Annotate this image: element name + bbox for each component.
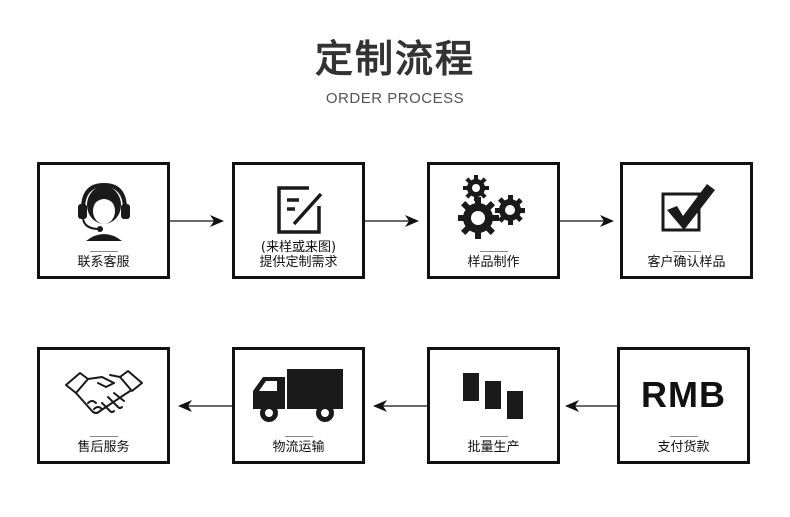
rmb-currency-icon: RMB — [620, 360, 747, 430]
step-customer-confirm-sample: 客户确认样品 — [620, 162, 753, 279]
arrow-right-icon — [560, 213, 622, 232]
divider — [284, 436, 313, 437]
production-blocks-icon — [430, 360, 557, 430]
step-label: 样品制作 — [467, 255, 520, 270]
page-subtitle: ORDER PROCESS — [325, 90, 465, 107]
divider — [284, 251, 313, 252]
step-sample-production: 样品制作 — [427, 162, 560, 279]
arrow-left-icon — [557, 398, 619, 417]
handshake-icon — [40, 360, 167, 430]
divider — [669, 436, 698, 437]
gears-icon — [430, 175, 557, 245]
step-label: 客户确认样品 — [647, 255, 726, 270]
arrow-left-icon — [170, 398, 232, 417]
arrow-right-icon — [365, 213, 427, 232]
divider — [672, 251, 701, 252]
step-label: (来样或来图) 提供定制需求 — [259, 240, 338, 270]
divider — [479, 251, 508, 252]
step-mass-production: 批量生产 — [427, 347, 560, 464]
arrow-right-icon — [170, 213, 232, 232]
step-contact-service: 联系客服 — [37, 162, 170, 279]
step-label: 售后服务 — [77, 440, 130, 455]
step-label: 批量生产 — [467, 440, 520, 455]
step-logistics-transport: 物流运输 — [232, 347, 365, 464]
rmb-text: RMB — [641, 374, 726, 415]
step-label: 支付货款 — [657, 440, 710, 455]
step-label: 联系客服 — [77, 255, 130, 270]
delivery-truck-icon — [235, 360, 362, 430]
customer-service-headset-icon — [40, 175, 167, 245]
arrow-left-icon — [365, 398, 427, 417]
divider — [479, 436, 508, 437]
step-provide-requirements: (来样或来图) 提供定制需求 — [232, 162, 365, 279]
page-title: 定制流程 — [314, 37, 475, 81]
checkbox-checked-icon — [623, 175, 750, 245]
divider — [89, 251, 118, 252]
divider — [89, 436, 118, 437]
step-label: 物流运输 — [272, 440, 325, 455]
edit-document-icon — [235, 175, 362, 245]
step-aftersales-service: 售后服务 — [37, 347, 170, 464]
step-payment: RMB 支付货款 — [617, 347, 750, 464]
